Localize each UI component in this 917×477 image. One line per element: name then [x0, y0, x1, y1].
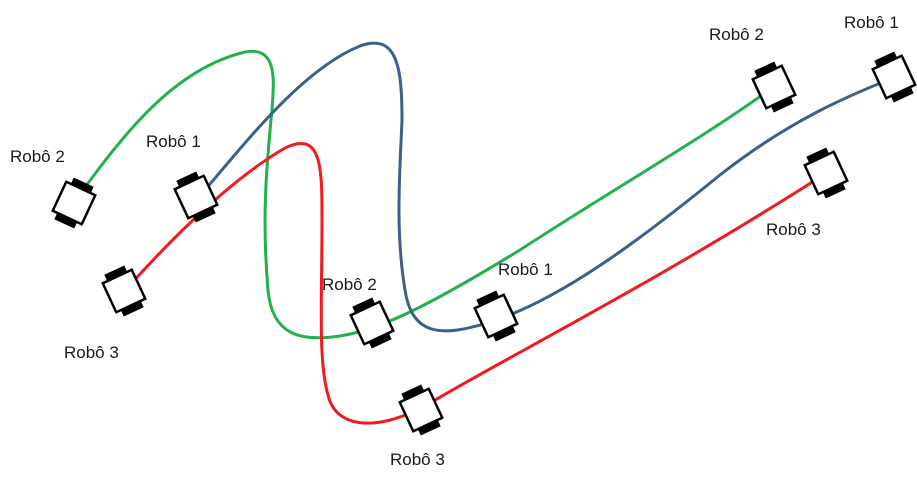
robot3-path — [120, 141, 829, 425]
robot-icon — [800, 144, 852, 202]
robot-icon — [170, 168, 222, 226]
robot-label: Robô 1 — [146, 132, 201, 151]
robot-label: Robô 2 — [322, 275, 377, 294]
robot-label: Robô 3 — [64, 343, 119, 362]
robot-label: Robô 2 — [10, 147, 65, 166]
robot-icon — [868, 48, 917, 106]
robot-icon — [470, 287, 522, 345]
robot-label: Robô 1 — [844, 13, 899, 32]
robot-label: Robô 1 — [498, 260, 553, 279]
robot-icon — [395, 381, 447, 439]
robot2-path — [72, 49, 773, 340]
robot-label: Robô 3 — [766, 220, 821, 239]
robot-icon — [748, 58, 800, 116]
robot-icon — [48, 174, 100, 232]
robot-label: Robô 3 — [390, 450, 445, 469]
robot1-path — [196, 41, 894, 333]
robot-label: Robô 2 — [709, 25, 764, 44]
robot-icon — [346, 294, 398, 352]
